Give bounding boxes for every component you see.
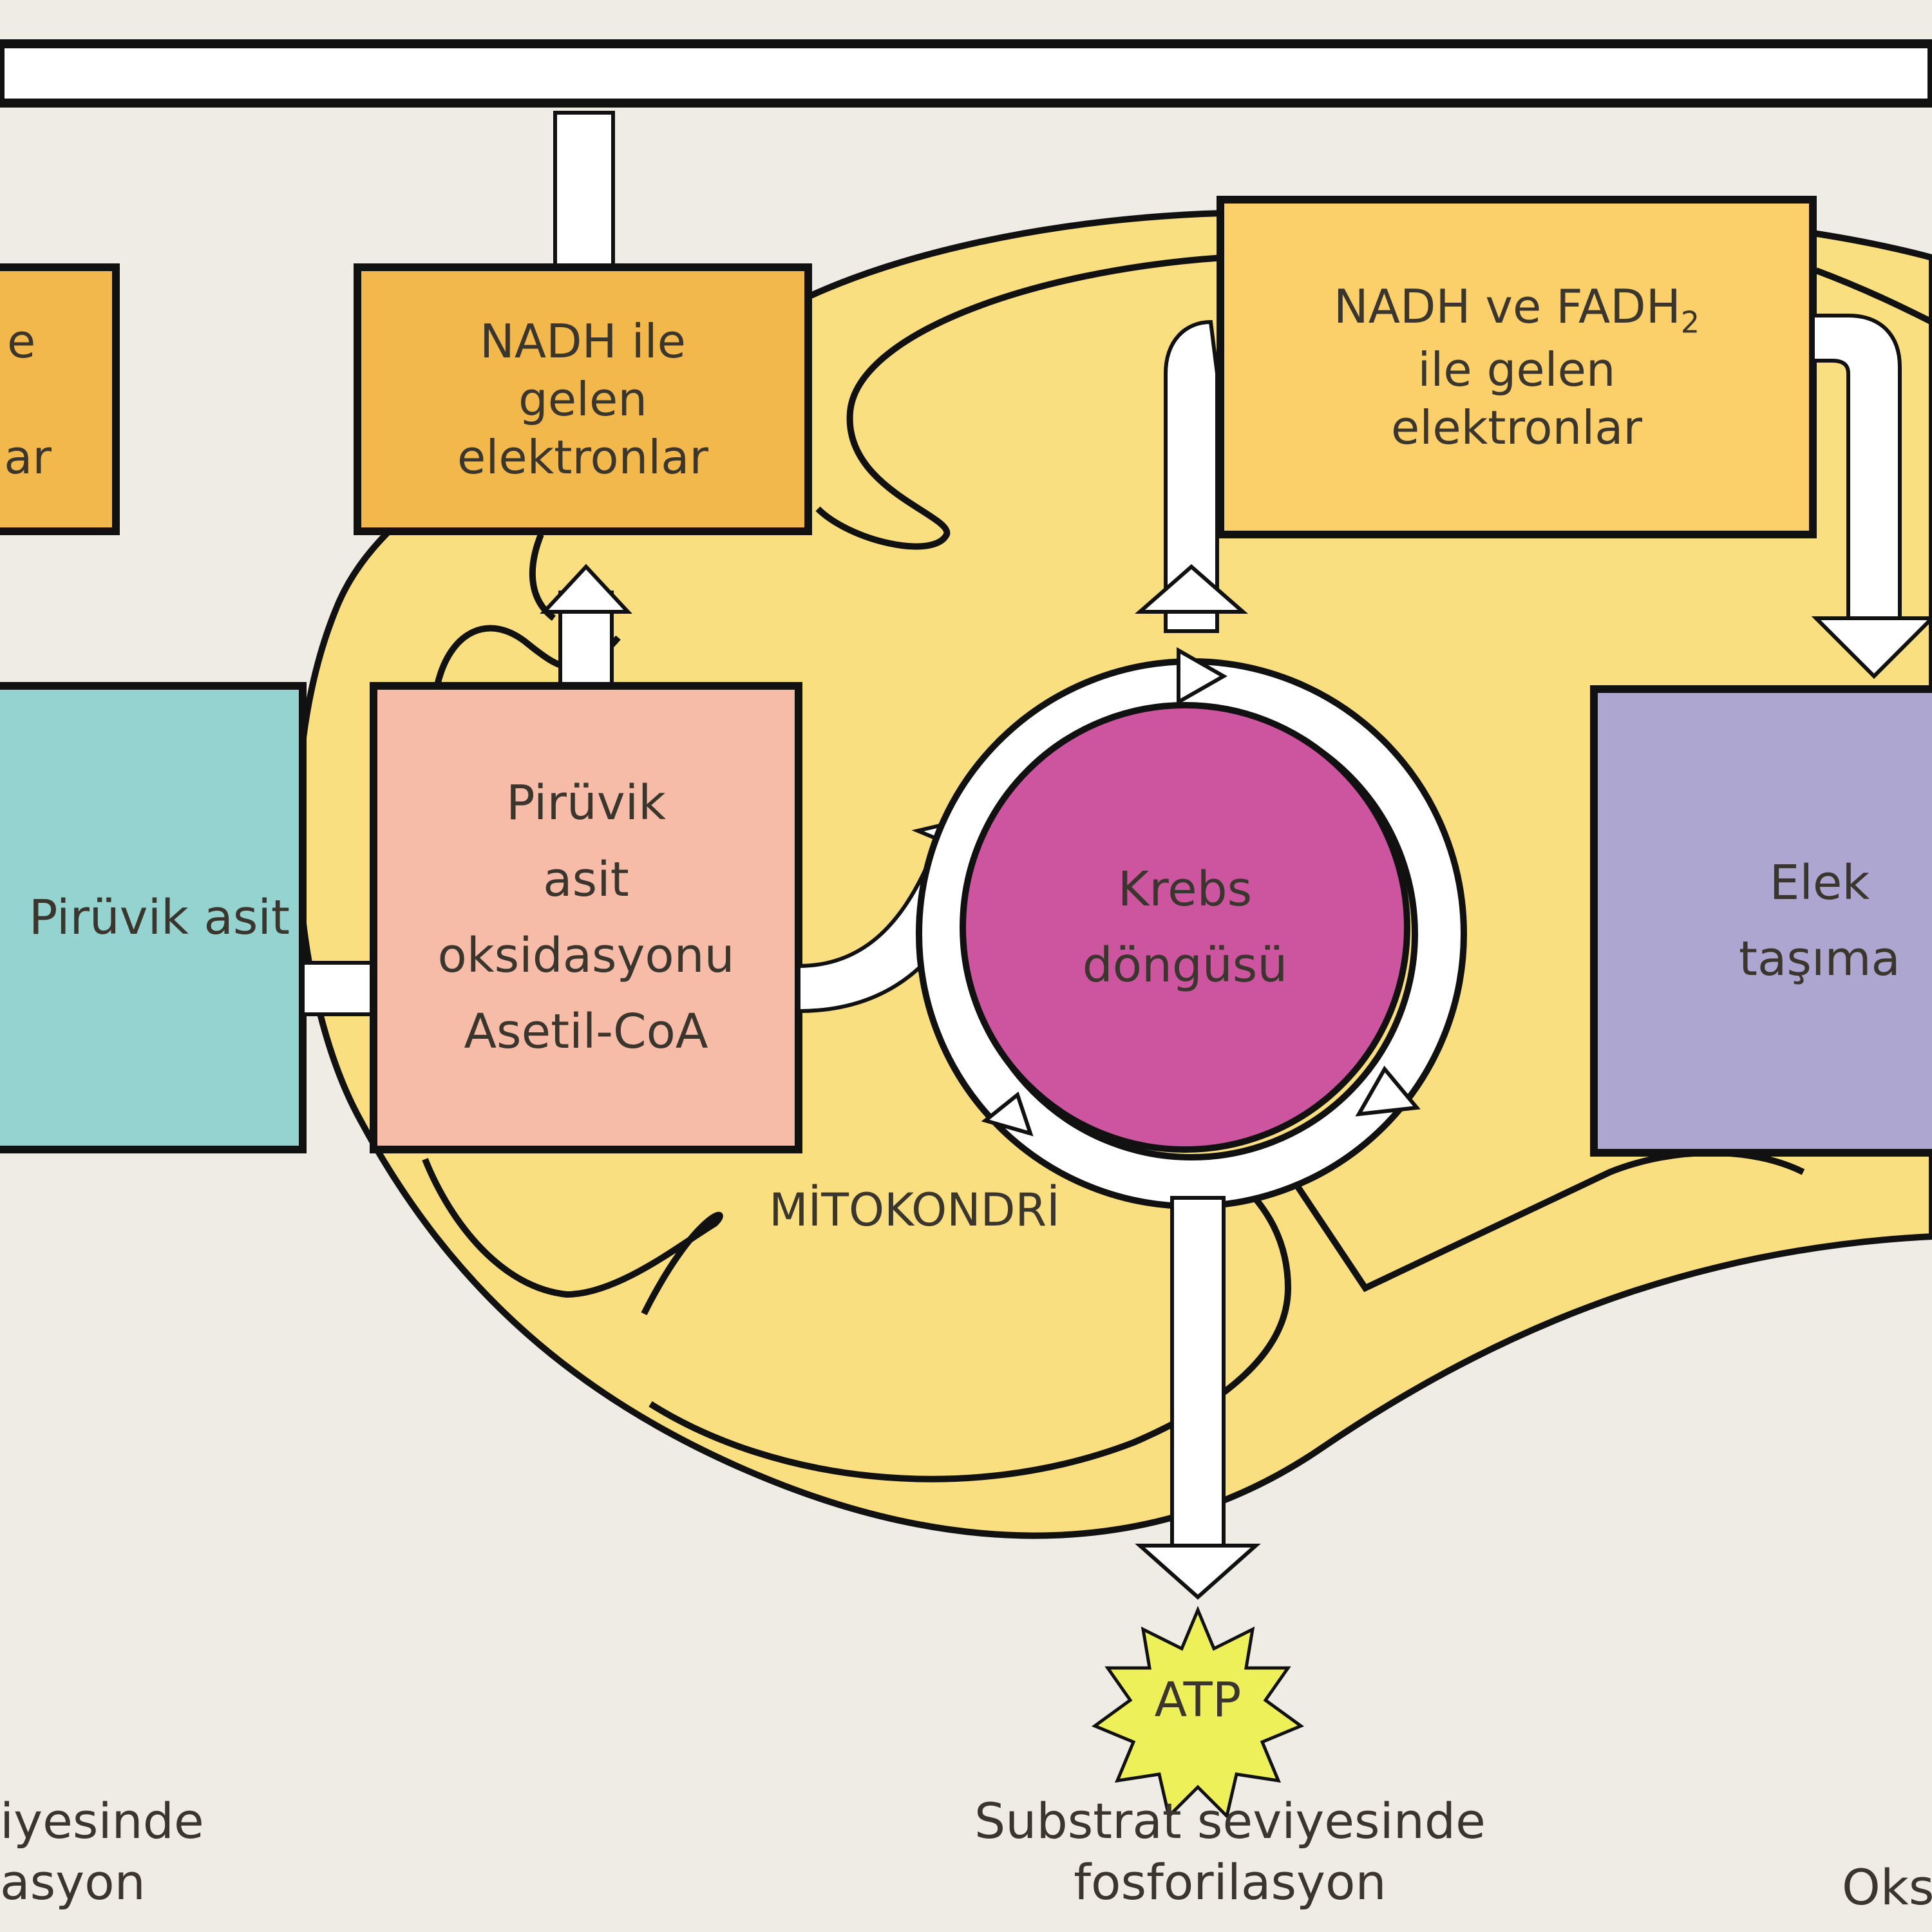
crista-5 [649, 1182, 1292, 1482]
electron-transport-label: Elek taşıma [1739, 855, 1900, 987]
electron-transport-box [1590, 685, 1932, 1157]
krebs-ring-arrowhead-bottom [981, 1091, 1034, 1137]
oxidation-to-nadh-arrowhead [540, 564, 632, 614]
krebs-to-atp-shaft [1170, 1196, 1226, 1560]
nadh-fadh2-electrons-label: NADH ve FADH2 ile gelen elektronlar [1233, 219, 1800, 515]
krebs-ring-arrowhead-right [1355, 1065, 1421, 1117]
left-phosphorylation-label: iyesinde asyon [0, 1792, 204, 1911]
pyruvic-oxidation-box [370, 682, 802, 1153]
crista-1 [815, 254, 1224, 550]
pyruvic-acid-label: Pirüvik asit [28, 889, 290, 945]
nadh-electrons-box [354, 263, 812, 535]
pyruvic-to-oxidation-connector [301, 961, 375, 1016]
electron-box-left-fragment [0, 263, 120, 535]
nadh-fadh2-electrons-box [1217, 196, 1817, 538]
krebs-cycle-circle [960, 702, 1410, 1153]
nadh-fadh2-to-transport-arrowhead [1811, 616, 1932, 679]
right-phosphorylation-label: Oks [1842, 1858, 1932, 1916]
pyruvic-acid-box [0, 682, 307, 1153]
fadh2-subscript: 2 [1680, 304, 1700, 339]
krebs-to-nadh-fadh2-arrow [1164, 319, 1219, 633]
crista-7 [1815, 267, 1932, 325]
crista-4 [422, 1158, 723, 1316]
pyruvic-oxidation-label: Pirüvik asit oksidasyonu Asetil-CoA [437, 775, 735, 1060]
atp-burst [1091, 1605, 1305, 1819]
nadh-fadh2-rest: ile gelen elektronlar [1391, 343, 1642, 455]
nadh-electrons-label: NADH ile gelen elektronlar [457, 314, 708, 484]
nadh-input-arrow [553, 111, 615, 276]
left-electron-box-text: e lar [0, 314, 52, 484]
top-membrane-band [0, 39, 1932, 108]
krebs-to-nadh-fadh2-arrowhead [1135, 564, 1248, 614]
krebs-ring-arrowhead-top [1177, 647, 1228, 706]
krebs-to-atp-arrowhead [1135, 1544, 1261, 1600]
substrate-phosphorylation-label: Substrat seviyesinde fosforilasyon [974, 1792, 1486, 1911]
nadh-fadh2-line1: NADH ve FADH2 [1334, 278, 1700, 341]
krebs-cycle-label: Krebs döngüsü [1082, 861, 1288, 993]
nadh-fadh2-to-transport-arrow [1811, 314, 1902, 633]
atp-label: ATP [1154, 1672, 1242, 1728]
mitochondrion-label: MİTOKONDRİ [769, 1184, 1060, 1237]
nadh-fadh2-main-text: NADH ve FADH [1333, 279, 1681, 334]
